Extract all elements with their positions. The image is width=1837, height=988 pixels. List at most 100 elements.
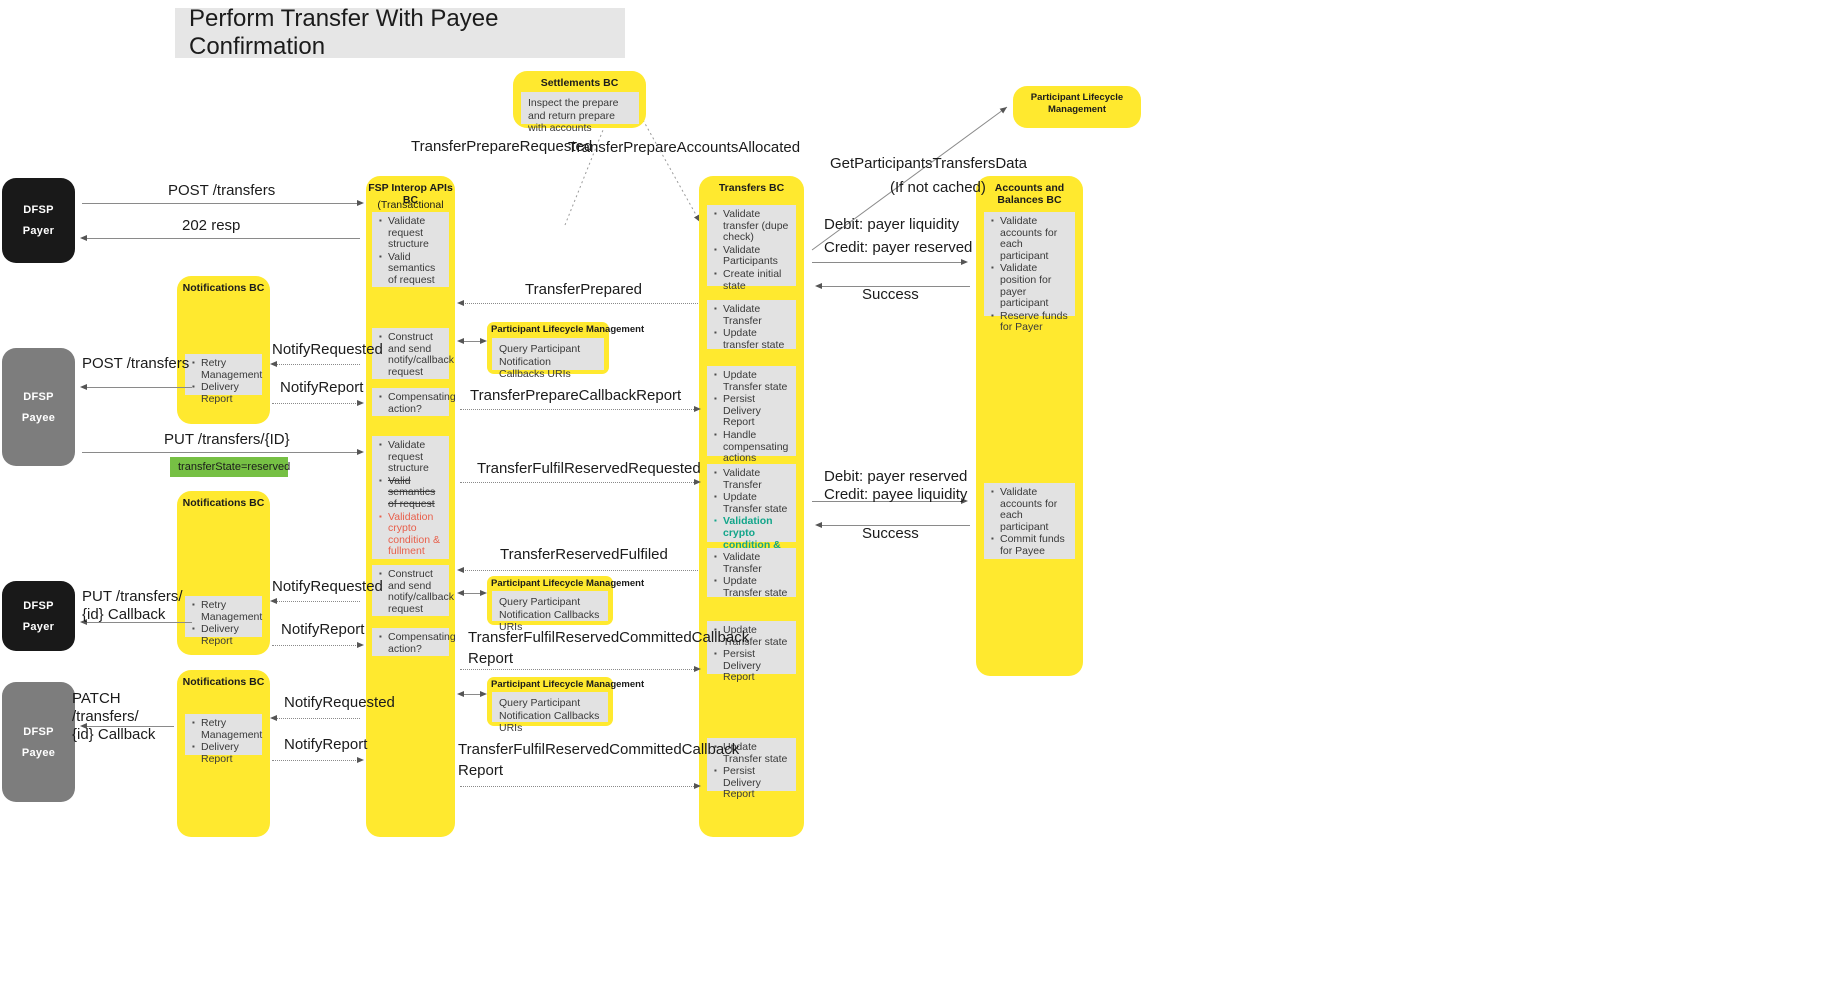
arrow-notify-report-3	[357, 756, 364, 763]
line-fsp-plm-2	[460, 593, 485, 594]
label-put-transfers-id-callback-text: PUT /transfers/ {id} Callback	[82, 588, 183, 623]
arrow-put-transfers-id-callback	[80, 618, 87, 625]
ab-card-0: Validate accounts for each participant V…	[984, 212, 1075, 333]
arrow-debit-credit-2	[961, 497, 968, 504]
label-put-transfers-id: PUT /transfers/{ID}	[164, 431, 290, 448]
arrow-post-transfers-payee	[80, 383, 87, 390]
line-debit-credit-2	[812, 501, 964, 502]
list-item: Update Transfer state	[714, 624, 790, 648]
status-badge-transfer-state: transferState=reserved	[170, 457, 290, 477]
label-put-transfers-id-callback: PUT /transfers/ {id} Callback	[82, 588, 187, 624]
fsp-card-5: Compensating action?	[372, 628, 456, 656]
label-transfer-prepare-requested: TransferPrepareRequested	[411, 138, 593, 155]
arrow-success-1	[815, 282, 822, 289]
list-item: Persist Delivery Report	[714, 648, 790, 684]
fsp-card-3-list: Validate request structure Valid semanti…	[372, 436, 449, 563]
label-transfer-reserved-fulfiled: TransferReservedFulfiled	[500, 546, 668, 563]
list-item: Validate Participants	[714, 244, 790, 268]
list-item: Validate Transfer	[714, 551, 790, 575]
notifications-bc-1-card: Retry Management Delivery Report	[185, 354, 262, 405]
list-item: Validate accounts for each participant	[991, 486, 1069, 533]
list-item: Update Transfer state	[714, 575, 790, 599]
notifications-bc-1[interactable]: Notifications BC Retry Management Delive…	[177, 276, 270, 424]
notifications-bc-3-title: Notifications BC	[182, 676, 265, 688]
fsp-card-5-list: Compensating action?	[372, 628, 456, 660]
plm-box-3-title: Participant Lifecycle Management	[491, 679, 645, 690]
page-title: Perform Transfer With Payee Confirmation	[189, 5, 499, 60]
transfers-card-0: Validate transfer (dupe check) Validate …	[707, 205, 796, 291]
arrow-fsp-plm-1-left	[457, 337, 464, 344]
actor-label-line2: Payer	[22, 620, 55, 633]
list-item: Validation crypto condition & fullment	[379, 511, 443, 558]
line-transfer-fulfil-reserved-requested	[460, 482, 698, 483]
transfers-card-4: Validate Transfer Update Transfer state	[707, 548, 796, 599]
notifications-bc-3-list: Retry Management Delivery Report	[185, 714, 262, 770]
page-title-banner: Perform Transfer With Payee Confirmation	[175, 5, 625, 60]
notifications-bc-3[interactable]: Notifications BC Retry Management Delive…	[177, 670, 270, 837]
fsp-card-2: Compensating action?	[372, 388, 456, 416]
label-get-participants-transfers-data: GetParticipantsTransfersData	[830, 155, 1028, 172]
label-patch-transfers-id-callback: PATCH /transfers/ {id} Callback	[72, 690, 187, 744]
arrow-fsp-plm-3-left	[457, 690, 464, 697]
arrow-transfer-fulfil-reserved-requested	[694, 478, 701, 485]
transfers-card-6-list: Update Transfer state Persist Delivery R…	[707, 738, 796, 806]
line-put-transfers-id-callback	[82, 622, 192, 623]
label-success-1: Success	[862, 286, 919, 303]
plm-top-right[interactable]: Participant Lifecycle Management	[1013, 86, 1141, 128]
plm-box-1[interactable]: Participant Lifecycle Management Query P…	[487, 322, 644, 380]
fsp-card-1: Construct and send notify/callback reque…	[372, 328, 454, 379]
list-item: Compensating action?	[379, 391, 456, 415]
label-success-2: Success	[862, 525, 919, 542]
transfers-card-5: Update Transfer state Persist Delivery R…	[707, 621, 796, 683]
plm-box-2-card: Query Participant Notification Callbacks…	[492, 591, 608, 633]
fsp-card-0-list: Validate request structure Valid semanti…	[372, 212, 449, 292]
transfers-card-2-list: Update Transfer state Persist Delivery R…	[707, 366, 796, 470]
notifications-bc-2[interactable]: Notifications BC Retry Management Delive…	[177, 491, 270, 655]
arrow-notify-report-2	[357, 641, 364, 648]
fsp-card-1-list: Construct and send notify/callback reque…	[372, 328, 454, 383]
arrow-202-resp	[80, 234, 87, 241]
list-item: Retry Management	[192, 357, 262, 381]
plm-box-1-card: Query Participant Notification Callbacks…	[492, 338, 604, 380]
transfers-card-1: Validate Transfer Update transfer state	[707, 300, 796, 351]
line-fsp-plm-3	[460, 694, 485, 695]
list-item: Valid semantics of request	[379, 251, 443, 287]
label-patch-transfers-id-callback-text: PATCH /transfers/ {id} Callback	[72, 690, 156, 743]
list-item: Update transfer state	[714, 327, 790, 351]
arrow-tfrcc-report-1	[694, 665, 701, 672]
notifications-bc-1-list: Retry Management Delivery Report	[185, 354, 262, 410]
transfers-bc[interactable]: Transfers BC Validate transfer (dupe che…	[699, 176, 804, 837]
line-success-1	[818, 286, 970, 287]
plm-box-3-card: Query Participant Notification Callbacks…	[492, 692, 608, 734]
notifications-bc-3-card: Retry Management Delivery Report	[185, 714, 262, 765]
transfers-card-1-list: Validate Transfer Update transfer state	[707, 300, 796, 356]
plm-box-3[interactable]: Participant Lifecycle Management Query P…	[487, 677, 644, 734]
settlements-bc[interactable]: Settlements BC Inspect the prepare and r…	[513, 71, 646, 134]
settlements-bc-title: Settlements BC	[540, 77, 619, 89]
line-notify-report-2	[272, 645, 360, 646]
plm-box-2[interactable]: Participant Lifecycle Management Query P…	[487, 576, 644, 633]
list-item: Persist Delivery Report	[714, 393, 790, 429]
label-debit-payer-liquidity: Debit: payer liquidity	[824, 216, 960, 233]
fsp-interop-apis-bc[interactable]: FSP Interop APIs BC (Transactional APIs)…	[366, 176, 456, 837]
label-transfer-prepared: TransferPrepared	[525, 281, 642, 298]
label-notify-requested-1: NotifyRequested	[272, 341, 383, 358]
actor-dfsp-payer-top[interactable]: DFSP Payer	[2, 178, 75, 263]
actor-dfsp-payee-mid[interactable]: DFSP Payee	[2, 348, 75, 466]
line-202-resp	[82, 238, 360, 239]
label-tfrcc-report-2: TransferFulfilReservedCommittedCallback …	[458, 741, 740, 779]
actor-label-line2: Payer	[22, 225, 55, 237]
label-transfer-fulfil-reserved-requested: TransferFulfilReservedRequested	[477, 460, 701, 477]
list-item: Validate position for payer participant	[991, 262, 1069, 309]
actor-dfsp-payee-bottom[interactable]: DFSP Payee	[2, 682, 75, 802]
label-credit-payer-reserved: Credit: payer reserved	[824, 239, 973, 256]
label-notify-requested-3: NotifyRequested	[284, 694, 395, 711]
fsp-card-3: Validate request structure Valid semanti…	[372, 436, 449, 559]
actor-label-line1: DFSP	[23, 204, 54, 216]
arrow-fsp-plm-3-right	[480, 690, 487, 697]
accounts-and-balances-bc[interactable]: Accounts and Balances BC Validate accoun…	[976, 176, 1083, 676]
fsp-card-4-list: Construct and send notify/callback reque…	[372, 565, 454, 620]
notifications-bc-2-title: Notifications BC	[182, 497, 265, 509]
line-post-transfers-payee	[82, 387, 192, 388]
actor-dfsp-payer-bottom[interactable]: DFSP Payer	[2, 581, 75, 651]
